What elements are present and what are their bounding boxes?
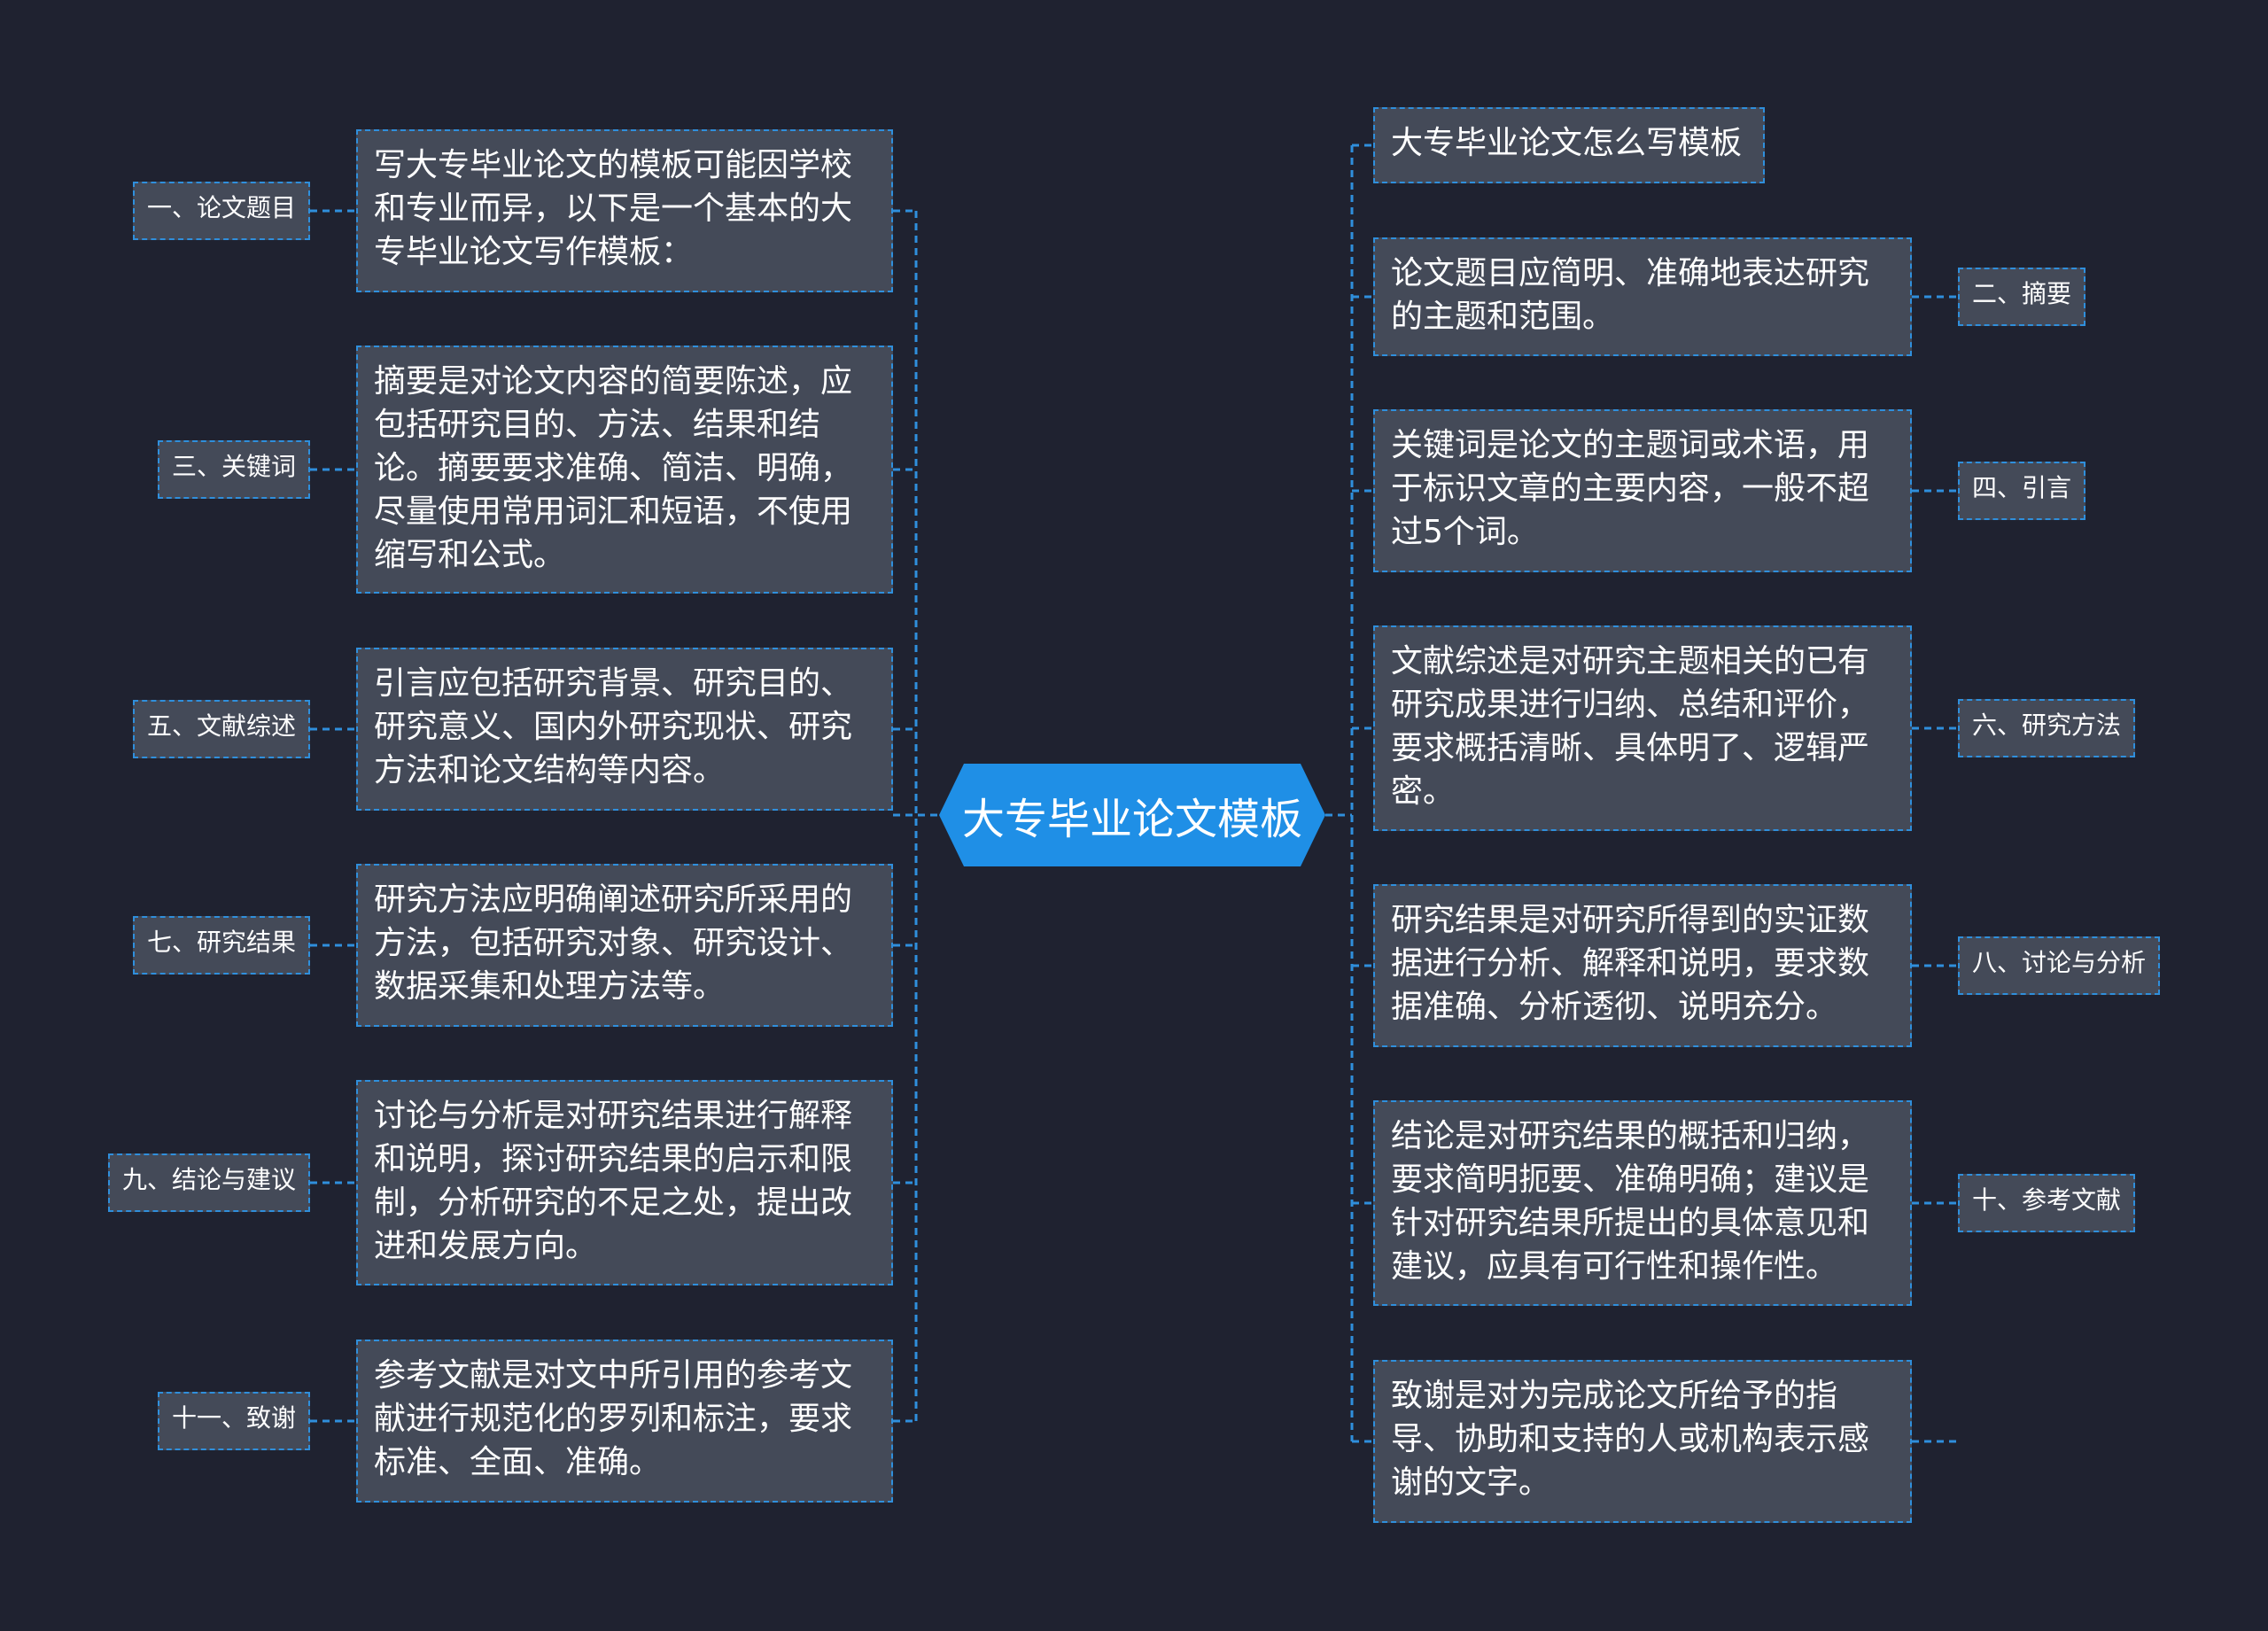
- label-text: 三、关键词: [172, 452, 297, 481]
- label-text: 五、文献综述: [147, 711, 297, 741]
- right-label-6[interactable]: 十、参考文献: [1958, 1174, 2135, 1232]
- node-text: 写大专毕业论文的模板可能因学校和专业而异，以下是一个基本的大专毕业论文写作模板：: [374, 147, 853, 270]
- node-text: 研究结果是对研究所得到的实证数据进行分析、解释和说明，要求数据准确、分析透彻、说…: [1391, 902, 1870, 1025]
- right-text-node-2[interactable]: 论文题目应简明、准确地表达研究的主题和范围。: [1373, 237, 1912, 356]
- node-text: 引言应包括研究背景、研究目的、研究意义、国内外研究现状、研究方法和论文结构等内容…: [374, 665, 853, 788]
- central-topic-node[interactable]: 大专毕业论文模板: [939, 764, 1325, 866]
- right-label-4[interactable]: 六、研究方法: [1958, 699, 2135, 757]
- central-topic-title: 大专毕业论文模板: [961, 795, 1302, 844]
- node-text: 结论是对研究结果的概括和归纳，要求简明扼要、准确明确；建议是针对研究结果所提出的…: [1391, 1118, 1870, 1285]
- left-text-node-5[interactable]: 讨论与分析是对研究结果进行解释和说明，探讨研究结果的启示和限制，分析研究的不足之…: [356, 1080, 893, 1285]
- right-label-5[interactable]: 八、讨论与分析: [1958, 936, 2160, 995]
- label-text: 九、结论与建议: [122, 1165, 297, 1194]
- left-label-5[interactable]: 九、结论与建议: [108, 1153, 310, 1212]
- left-label-2[interactable]: 三、关键词: [158, 440, 310, 499]
- left-label-3[interactable]: 五、文献综述: [133, 700, 310, 758]
- left-label-1[interactable]: 一、论文题目: [133, 182, 310, 240]
- right-text-node-6[interactable]: 结论是对研究结果的概括和归纳，要求简明扼要、准确明确；建议是针对研究结果所提出的…: [1373, 1100, 1912, 1306]
- label-text: 六、研究方法: [1972, 711, 2122, 740]
- label-text: 十、参考文献: [1972, 1185, 2122, 1215]
- right-label-2[interactable]: 二、摘要: [1958, 268, 2085, 326]
- label-text: 八、讨论与分析: [1972, 948, 2147, 977]
- left-text-node-6[interactable]: 参考文献是对文中所引用的参考文献进行规范化的罗列和标注，要求标准、全面、准确。: [356, 1340, 893, 1503]
- right-text-node-1[interactable]: 大专毕业论文怎么写模板: [1373, 107, 1765, 183]
- left-text-node-3[interactable]: 引言应包括研究背景、研究目的、研究意义、国内外研究现状、研究方法和论文结构等内容…: [356, 648, 893, 811]
- label-text: 七、研究结果: [147, 928, 297, 957]
- node-text: 关键词是论文的主题词或术语，用于标识文章的主要内容，一般不超过5个词。: [1391, 427, 1870, 550]
- left-text-node-2[interactable]: 摘要是对论文内容的简要陈述，应包括研究目的、方法、结果和结论。摘要要求准确、简洁…: [356, 346, 893, 594]
- left-label-6[interactable]: 十一、致谢: [158, 1392, 310, 1450]
- node-text: 大专毕业论文怎么写模板: [1391, 125, 1743, 161]
- right-label-3[interactable]: 四、引言: [1958, 462, 2085, 520]
- node-text: 致谢是对为完成论文所给予的指导、协助和支持的人或机构表示感谢的文字。: [1391, 1378, 1870, 1501]
- left-text-node-1[interactable]: 写大专毕业论文的模板可能因学校和专业而异，以下是一个基本的大专毕业论文写作模板：: [356, 129, 893, 292]
- left-label-4[interactable]: 七、研究结果: [133, 916, 310, 975]
- right-text-node-5[interactable]: 研究结果是对研究所得到的实证数据进行分析、解释和说明，要求数据准确、分析透彻、说…: [1373, 884, 1912, 1047]
- right-text-node-7[interactable]: 致谢是对为完成论文所给予的指导、协助和支持的人或机构表示感谢的文字。: [1373, 1360, 1912, 1523]
- label-text: 四、引言: [1972, 473, 2072, 502]
- label-text: 十一、致谢: [172, 1403, 297, 1433]
- right-text-node-4[interactable]: 文献综述是对研究主题相关的已有研究成果进行归纳、总结和评价，要求概括清晰、具体明…: [1373, 625, 1912, 831]
- node-text: 讨论与分析是对研究结果进行解释和说明，探讨研究结果的启示和限制，分析研究的不足之…: [374, 1098, 853, 1264]
- node-text: 研究方法应明确阐述研究所采用的方法，包括研究对象、研究设计、数据采集和处理方法等…: [374, 882, 853, 1005]
- label-text: 一、论文题目: [147, 193, 297, 222]
- node-text: 摘要是对论文内容的简要陈述，应包括研究目的、方法、结果和结论。摘要要求准确、简洁…: [374, 363, 853, 573]
- node-text: 参考文献是对文中所引用的参考文献进行规范化的罗列和标注，要求标准、全面、准确。: [374, 1357, 853, 1480]
- right-text-node-3[interactable]: 关键词是论文的主题词或术语，用于标识文章的主要内容，一般不超过5个词。: [1373, 409, 1912, 572]
- node-text: 文献综述是对研究主题相关的已有研究成果进行归纳、总结和评价，要求概括清晰、具体明…: [1391, 643, 1870, 810]
- label-text: 二、摘要: [1972, 279, 2072, 308]
- node-text: 论文题目应简明、准确地表达研究的主题和范围。: [1391, 255, 1870, 335]
- left-text-node-4[interactable]: 研究方法应明确阐述研究所采用的方法，包括研究对象、研究设计、数据采集和处理方法等…: [356, 864, 893, 1027]
